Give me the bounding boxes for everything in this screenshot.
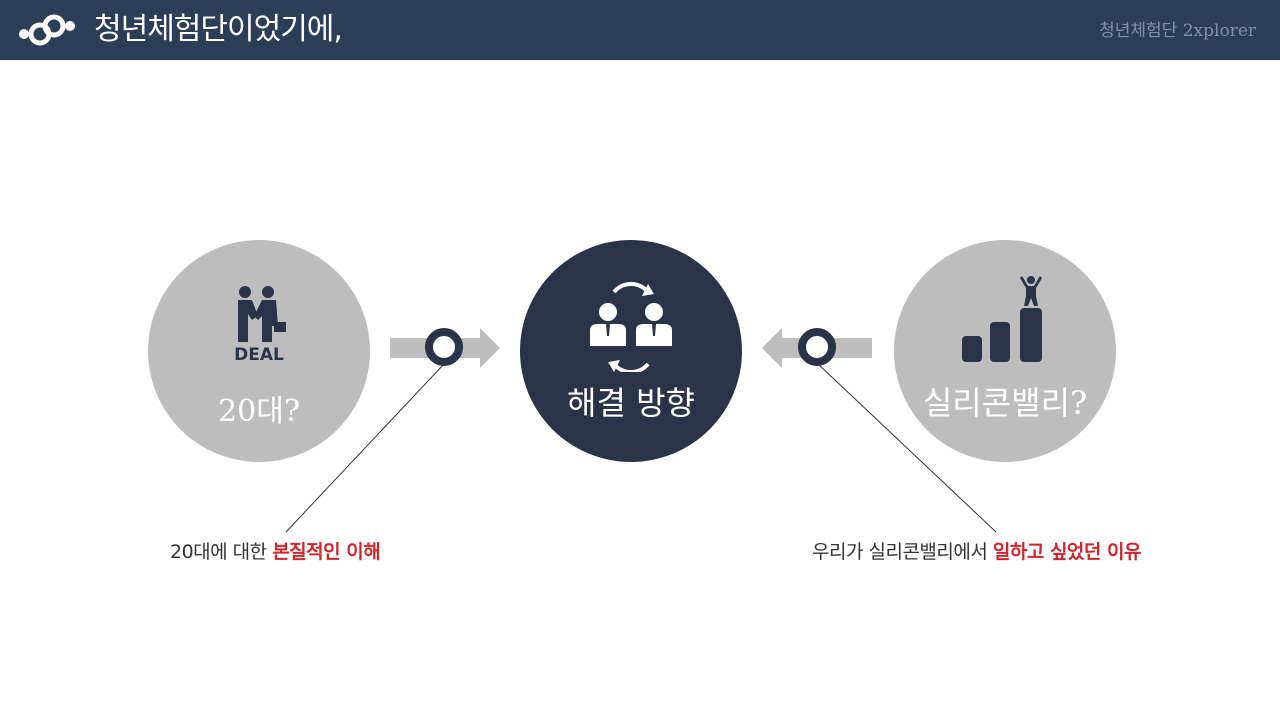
header-bar: 청년체험단이었기에, 청년체험단 2xplorer	[0, 0, 1280, 60]
node-ring-left	[425, 328, 463, 366]
circle-solution: 해결 방향	[520, 240, 742, 462]
caption-20s-highlight: 본질적인 이해	[272, 541, 381, 563]
handshake-deal-icon: DEAL	[234, 286, 286, 364]
circle-label-solution: 해결 방향	[567, 384, 695, 422]
circle-20s: DEAL 20대?	[148, 240, 370, 462]
caption-silicon-valley-text: 우리가 실리콘밸리에서	[812, 541, 993, 563]
caption-20s: 20대에 대한 본질적인 이해	[170, 540, 381, 564]
caption-silicon-valley: 우리가 실리콘밸리에서 일하고 싶었던 이유	[812, 540, 1141, 564]
circle-silicon-valley: 실리콘밸리?	[894, 240, 1116, 462]
deal-text: DEAL	[234, 345, 284, 364]
growth-bars-person-icon	[962, 276, 1042, 362]
logo-icon	[19, 14, 75, 46]
caption-silicon-valley-highlight: 일하고 싶었던 이유	[992, 541, 1142, 563]
circle-label-20s: 20대?	[218, 394, 300, 429]
circle-label-silicon-valley: 실리콘밸리?	[922, 384, 1088, 422]
team-exchange-icon	[590, 281, 672, 372]
connector-line-left	[285, 363, 445, 533]
caption-20s-text: 20대에 대한	[170, 541, 273, 563]
connector-line-right	[817, 363, 997, 533]
node-ring-right	[798, 328, 836, 366]
brand-text: 청년체험단 2xplorer	[1099, 21, 1256, 41]
page-title: 청년체험단이었기에,	[94, 12, 343, 47]
